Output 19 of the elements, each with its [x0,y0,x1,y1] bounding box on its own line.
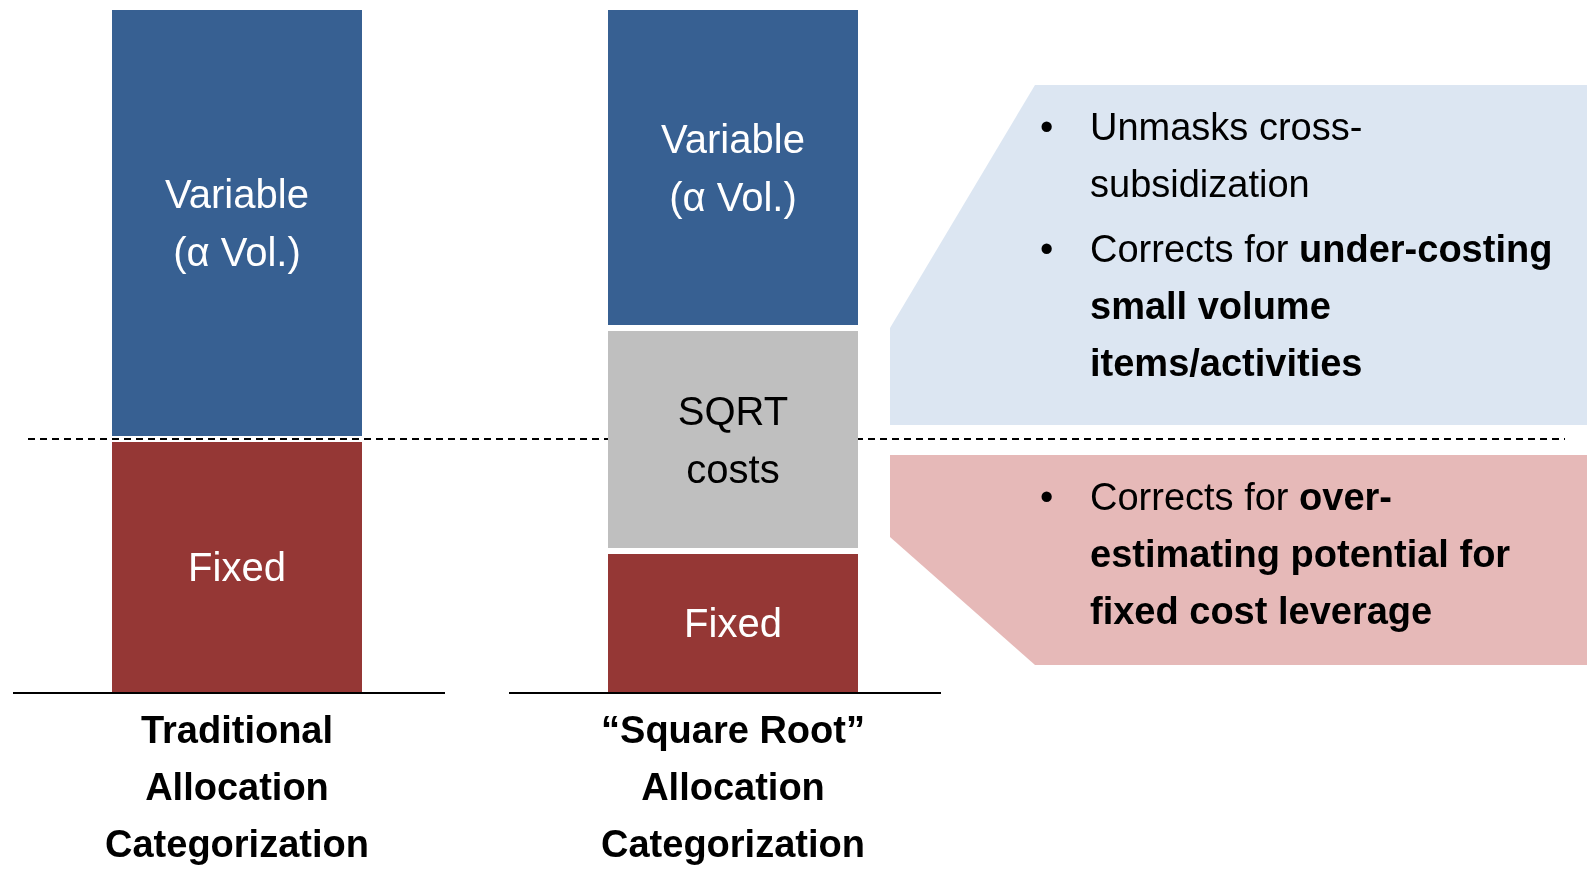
bullet-marker: • [1040,105,1055,150]
variable-cost-bar [608,10,858,325]
sqrt-cost-bar [608,331,858,548]
callout-panel [890,85,1587,425]
bullet-text: Corrects for over-estimating potential for fixed cost leverage [1090,475,1512,634]
bar-label: SQRT costs [676,387,790,493]
bullet-marker: • [1040,227,1055,272]
bar-caption: “Square Root” Allocation Categorization [600,708,866,867]
fixed-cost-bar [112,442,362,692]
bar-label: Variable (α Vol.) [660,115,806,221]
bar-caption: Traditional Allocation Categorization [104,708,370,867]
variable-cost-bar [112,10,362,436]
bar-label: Variable (α Vol.) [164,171,310,276]
bar-label: Fixed [187,544,287,591]
bar-label: Fixed [683,600,783,647]
bullet-marker: • [1040,475,1055,520]
fixed-cost-bar [608,554,858,692]
callout-panel [890,455,1587,665]
bullet-text: Corrects for under-costing small volume items/activities [1090,227,1554,386]
